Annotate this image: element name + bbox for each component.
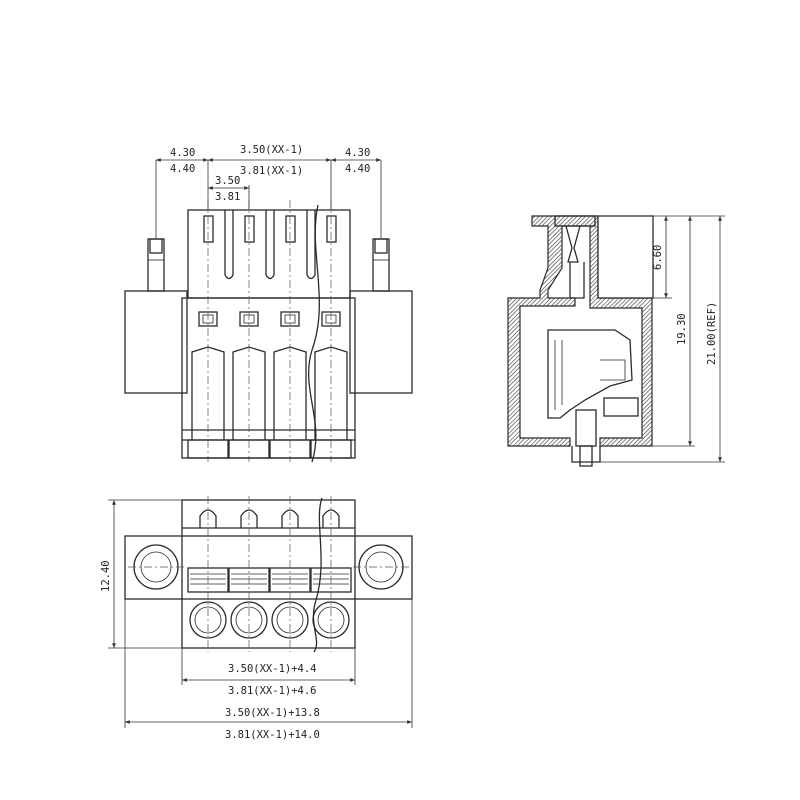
front-screw-post-left bbox=[147, 238, 165, 292]
bottom-housing bbox=[181, 499, 356, 649]
bottom-break-line bbox=[312, 497, 323, 653]
side-foot bbox=[571, 397, 639, 467]
front-screw-post-right bbox=[372, 238, 390, 292]
dim-bottom-w4: 3.81(XX-1)+14.0 bbox=[225, 729, 320, 741]
front-top-block bbox=[187, 209, 351, 299]
front-pin-1 bbox=[191, 200, 225, 462]
dim-bottom-height: 12.40 bbox=[100, 560, 112, 592]
bottom-pin-2 bbox=[228, 496, 270, 652]
side-dimensions: 6.60 19.30 21.00(REF) bbox=[598, 215, 725, 463]
front-break-line bbox=[308, 204, 321, 463]
front-pin-2 bbox=[232, 200, 266, 462]
front-pin-4 bbox=[314, 200, 348, 462]
dim-bottom-w1: 3.50(XX-1)+4.4 bbox=[228, 663, 317, 675]
front-feet bbox=[187, 439, 352, 459]
dim-front-pitch-2: 3.81 bbox=[215, 191, 240, 203]
bottom-pin-4 bbox=[310, 496, 352, 652]
front-flange-left bbox=[124, 290, 188, 394]
side-spring-contact bbox=[547, 225, 633, 419]
dim-front-left-1: 4.30 bbox=[170, 147, 195, 159]
dim-bottom-w3: 3.50(XX-1)+13.8 bbox=[225, 707, 320, 719]
side-view: 6.60 19.30 21.00(REF) bbox=[507, 215, 725, 467]
dim-side-total: 21.00(REF) bbox=[706, 302, 718, 365]
dim-front-center-1: 3.50(XX-1) bbox=[240, 144, 303, 156]
bottom-view: 12.40 3.50(XX-1)+4.4 3.81(XX-1)+4.6 3.50… bbox=[100, 496, 413, 741]
front-view: 4.30 4.40 3.50(XX-1) 3.81(XX-1) 4.30 4.4… bbox=[124, 144, 413, 463]
front-dimensions: 4.30 4.40 3.50(XX-1) 3.81(XX-1) 4.30 4.4… bbox=[155, 144, 382, 238]
bottom-flange bbox=[124, 535, 413, 600]
dim-front-right-1: 4.30 bbox=[345, 147, 370, 159]
side-housing-section bbox=[507, 215, 653, 447]
dim-front-pitch-1: 3.50 bbox=[215, 175, 240, 187]
dim-front-right-2: 4.40 bbox=[345, 163, 370, 175]
bottom-pin-1 bbox=[187, 496, 229, 652]
dim-bottom-w2: 3.81(XX-1)+4.6 bbox=[228, 685, 317, 697]
bottom-mount-hole-left bbox=[128, 544, 184, 590]
front-flange-right bbox=[349, 290, 413, 394]
dim-front-center-2: 3.81(XX-1) bbox=[240, 165, 303, 177]
front-pin-3 bbox=[273, 200, 307, 462]
bottom-dimensions: 12.40 3.50(XX-1)+4.4 3.81(XX-1)+4.6 3.50… bbox=[100, 499, 413, 741]
dim-front-left-2: 4.40 bbox=[170, 163, 195, 175]
bottom-pin-3 bbox=[269, 496, 311, 652]
dim-side-mid: 19.30 bbox=[676, 313, 688, 345]
bottom-mount-hole-right bbox=[353, 544, 409, 590]
dim-side-upper: 6.60 bbox=[652, 245, 664, 270]
